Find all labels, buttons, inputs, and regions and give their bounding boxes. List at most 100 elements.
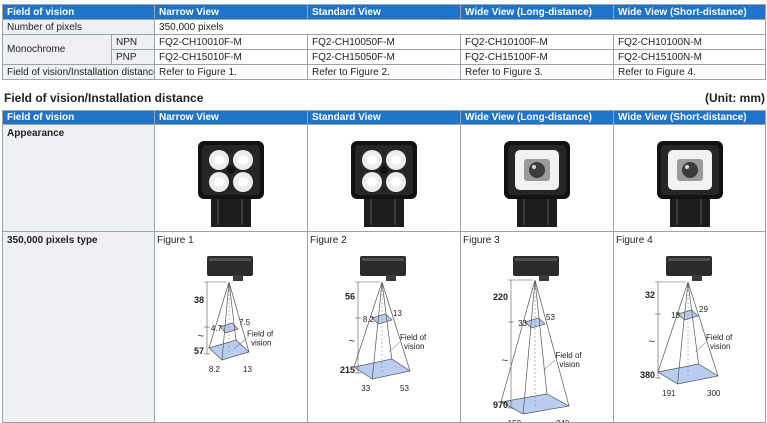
led-core bbox=[367, 155, 377, 165]
pnp-model: FQ2-CH15050F-M bbox=[307, 49, 462, 65]
camera-ridge bbox=[700, 197, 702, 225]
led-core bbox=[391, 177, 401, 187]
camera-ridge bbox=[217, 197, 219, 225]
pyramid-edge bbox=[534, 279, 570, 407]
pyramid-edge bbox=[534, 279, 548, 395]
far-width-label: 191 bbox=[662, 389, 676, 398]
far-width-label: 8.2 bbox=[209, 365, 221, 374]
far-height-label: 300 bbox=[707, 389, 721, 398]
camera-image bbox=[351, 141, 417, 227]
fov-leader-line bbox=[233, 338, 248, 349]
header-standard-view: Standard View bbox=[307, 110, 461, 125]
distance-far-label: 215 bbox=[340, 365, 355, 375]
near-width-label: 33 bbox=[518, 319, 527, 328]
lens bbox=[380, 166, 388, 174]
camera-ridge bbox=[676, 197, 678, 225]
camera-icon-highlight bbox=[362, 258, 404, 261]
lens bbox=[227, 166, 235, 174]
pyramid-edge bbox=[657, 281, 689, 373]
fov-ref: Refer to Figure 2. bbox=[307, 64, 462, 80]
fov-caption-line1: Field of bbox=[247, 329, 274, 338]
fov-label: Field of vision/Installation distance bbox=[1, 64, 156, 80]
distance-near-label: 220 bbox=[493, 292, 508, 302]
pyramid-edge bbox=[228, 281, 237, 341]
pnp-model: FQ2-CH15010F-M bbox=[154, 49, 309, 65]
pyramid-edge bbox=[381, 281, 393, 360]
fov-caption-line2: vision bbox=[251, 338, 271, 347]
pyramid-edge bbox=[500, 279, 536, 403]
spec-table: Field of vision Narrow View Standard Vie… bbox=[1, 4, 767, 80]
led-core bbox=[367, 177, 377, 187]
pyramid-edge bbox=[687, 281, 699, 365]
camera-image-cell bbox=[613, 124, 766, 232]
unit-label: (Unit: mm) bbox=[705, 91, 765, 105]
camera-lens-icon bbox=[233, 275, 243, 281]
distance-far-label: 57 bbox=[194, 346, 204, 356]
npn-model: FQ2-CH10100N-M bbox=[613, 34, 767, 50]
near-width-label: 18 bbox=[671, 311, 680, 320]
near-height-label: 7.5 bbox=[239, 318, 251, 327]
near-width-label: 8.2 bbox=[363, 315, 375, 324]
header-narrow-view: Narrow View bbox=[154, 4, 309, 20]
camera-image bbox=[504, 141, 570, 227]
fov-ref: Refer to Figure 4. bbox=[613, 64, 767, 80]
fov-caption-line1: Field of bbox=[400, 333, 427, 342]
appearance-label: Appearance bbox=[7, 128, 65, 139]
far-height-label: 13 bbox=[243, 365, 252, 374]
pyramid-edge bbox=[381, 281, 411, 372]
header-wide-short: Wide View (Short-distance) bbox=[613, 4, 767, 20]
camera-icon-highlight bbox=[668, 258, 710, 261]
pyramid-edge bbox=[522, 279, 536, 415]
npn-row: Monochrome NPN FQ2-CH10010F-M FQ2-CH1005… bbox=[2, 34, 767, 65]
camera-lens-icon bbox=[539, 275, 549, 281]
monochrome-label: Monochrome bbox=[2, 34, 112, 65]
camera-image-cell bbox=[154, 124, 308, 232]
camera-ridge bbox=[370, 197, 372, 225]
fov-caption-line2: vision bbox=[404, 342, 424, 351]
pyramid-edge bbox=[208, 281, 230, 349]
appearance-row: Appearance bbox=[2, 124, 766, 232]
camera-ridge bbox=[523, 197, 525, 225]
pnp-model: FQ2-CH15100N-M bbox=[613, 49, 767, 65]
pyramid-edge bbox=[353, 281, 383, 368]
pixels-label: Number of pixels bbox=[1, 19, 156, 35]
camera-icon-highlight bbox=[209, 258, 251, 261]
header-standard-view: Standard View bbox=[307, 4, 462, 20]
fov-table: Field of vision Narrow View Standard Vie… bbox=[2, 110, 766, 423]
camera-image-cell bbox=[460, 124, 614, 232]
camera-image bbox=[657, 141, 723, 227]
header-narrow-view: Narrow View bbox=[154, 110, 308, 125]
fov-ref-row: Field of vision/Installation distance Re… bbox=[1, 64, 767, 80]
lens-glint bbox=[685, 165, 689, 169]
fov-ref: Refer to Figure 1. bbox=[154, 64, 309, 80]
lens bbox=[529, 162, 545, 178]
npn-model: FQ2-CH10010F-M bbox=[154, 34, 309, 50]
camera-ridge bbox=[394, 197, 396, 225]
range-tilde: ~ bbox=[502, 355, 508, 367]
lens-glint bbox=[532, 165, 536, 169]
fov-ref: Refer to Figure 3. bbox=[460, 64, 615, 80]
pnp-row: PNP FQ2-CH15010F-M FQ2-CH15050F-M FQ2-CH… bbox=[3, 49, 767, 65]
pnp-model: FQ2-CH15100F-M bbox=[460, 49, 615, 65]
pyramid-edge bbox=[687, 281, 719, 377]
distance-near-label: 38 bbox=[194, 295, 204, 305]
fov-leader-line bbox=[543, 359, 556, 371]
far-height-label: 240 bbox=[556, 419, 570, 422]
pyramid-edge bbox=[677, 281, 689, 385]
header-field-of-vision: Field of vision bbox=[1, 4, 156, 20]
pyramid-edge bbox=[228, 281, 250, 353]
fov-caption-line1: Field of bbox=[555, 351, 582, 360]
range-tilde: ~ bbox=[649, 336, 655, 348]
near-height-label: 53 bbox=[546, 313, 555, 322]
figure-label: Figure 3 bbox=[463, 235, 500, 246]
npn-label: NPN bbox=[110, 34, 156, 50]
pyramid-edge bbox=[371, 281, 383, 380]
camera-ridge bbox=[547, 197, 549, 225]
camera-image-cell bbox=[307, 124, 461, 232]
header-wide-short: Wide View (Short-distance) bbox=[613, 110, 766, 125]
spec-header-row: Field of vision Narrow View Standard Vie… bbox=[1, 4, 767, 20]
